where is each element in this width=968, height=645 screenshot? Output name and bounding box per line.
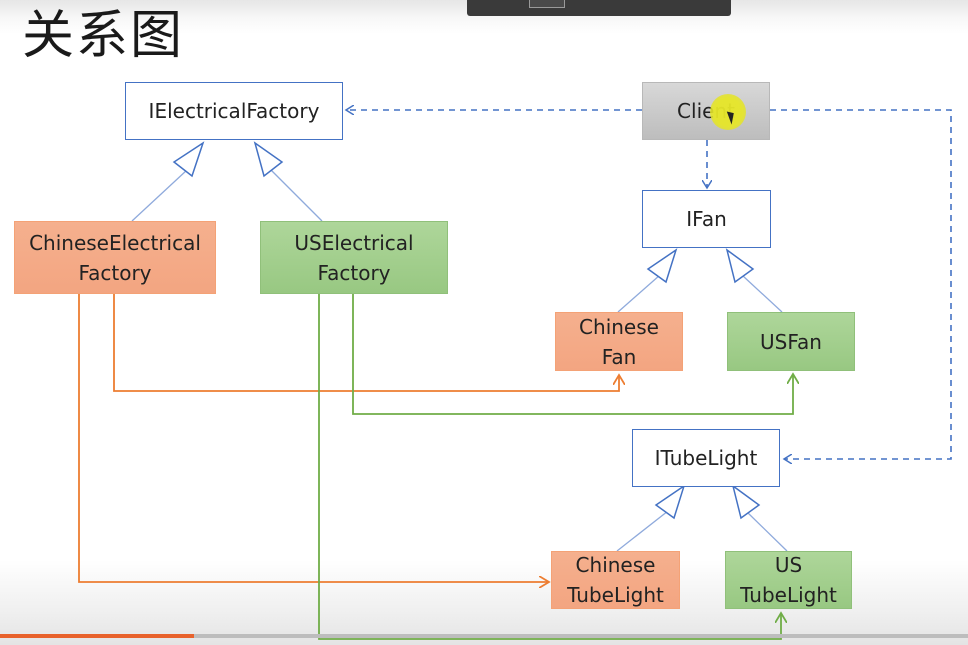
inherit-us-tubelight xyxy=(731,484,788,552)
node-us-electrical-factory: USElectrical Factory xyxy=(260,221,448,294)
node-label-line2: Factory xyxy=(317,260,391,285)
top-bar-button[interactable] xyxy=(529,0,565,8)
node-label-line2: TubeLight xyxy=(740,583,837,607)
node-label-line1: USElectrical xyxy=(294,230,414,255)
node-itubelight: ITubeLight xyxy=(632,429,780,487)
slide-title: 关系图 xyxy=(22,6,185,66)
node-label-line2: Factory xyxy=(78,260,152,285)
node-chinese-electrical-factory: ChineseElectrical Factory xyxy=(14,221,216,294)
inherit-chinese-factory xyxy=(131,141,205,222)
node-label: IFan xyxy=(686,207,727,231)
node-us-fan: USFan xyxy=(727,312,855,371)
inherit-chinese-tubelight xyxy=(616,484,686,552)
node-us-tubelight: US TubeLight xyxy=(725,551,852,609)
node-label-line1: Chinese xyxy=(575,553,656,577)
node-label: USFan xyxy=(760,329,822,354)
node-label-line1: Chinese xyxy=(579,314,659,339)
node-ifan: IFan xyxy=(642,190,771,248)
node-client: Client xyxy=(642,82,770,140)
video-top-bar xyxy=(467,0,731,16)
node-label: IElectricalFactory xyxy=(148,99,320,123)
node-label: ITubeLight xyxy=(654,446,758,470)
cursor-highlight xyxy=(710,94,746,130)
node-chinese-tubelight: Chinese TubeLight xyxy=(551,551,680,609)
inherit-us-fan xyxy=(725,248,783,313)
inherit-us-factory xyxy=(253,141,323,222)
inherit-chinese-fan xyxy=(617,248,678,313)
node-ielectrical-factory: IElectricalFactory xyxy=(125,82,343,140)
node-chinese-fan: Chinese Fan xyxy=(555,312,683,371)
node-label-line2: TubeLight xyxy=(567,583,664,607)
create-us-tubelight xyxy=(318,294,781,640)
dep-client-tubelight xyxy=(770,109,952,459)
video-progress-bar[interactable] xyxy=(0,634,968,638)
node-label-line1: US xyxy=(774,553,803,577)
node-label-line1: ChineseElectrical xyxy=(29,230,201,255)
create-us-fan xyxy=(352,294,793,415)
create-chinese-tubelight xyxy=(78,294,549,582)
node-label-line2: Fan xyxy=(601,344,637,369)
create-chinese-fan xyxy=(113,294,619,392)
video-progress-fill xyxy=(0,634,194,638)
